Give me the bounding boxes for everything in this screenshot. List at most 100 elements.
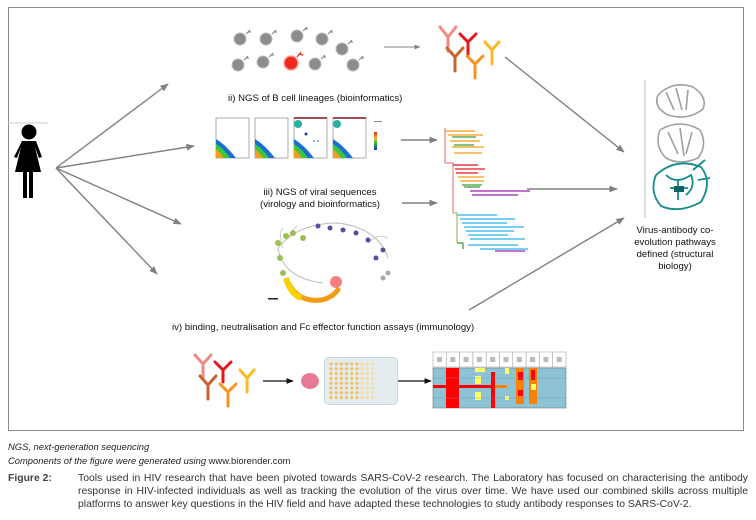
plate-well [334, 367, 338, 371]
plate-well [381, 362, 385, 366]
footnote-credit: Components of the figure were generated … [8, 455, 291, 466]
phylogenetic-tree-icon [444, 128, 530, 252]
plate-well [386, 391, 390, 395]
plate-well [334, 386, 338, 390]
plate-well [334, 381, 338, 385]
plate-well [381, 367, 385, 371]
plate-well [386, 396, 390, 400]
heatmap-header-glyph [476, 357, 482, 362]
plate-well [350, 391, 354, 395]
plate-well [339, 372, 343, 376]
plate-well [345, 376, 349, 380]
label-ngs-b-cell: ii) NGS of B cell lineages (bioinformati… [228, 93, 403, 104]
plate-well [355, 367, 359, 371]
plate-well [376, 396, 380, 400]
plate-well [365, 372, 369, 376]
plate-well [371, 381, 375, 385]
plate-well [355, 391, 359, 395]
plate-well [386, 381, 390, 385]
plate-well [329, 376, 333, 380]
plate-well [355, 362, 359, 366]
plate-well [381, 376, 385, 380]
plate-well [371, 376, 375, 380]
arrow-person-to-flow [55, 143, 195, 169]
plate-well [345, 367, 349, 371]
cell-sample-icon [301, 373, 319, 389]
plate-well [355, 372, 359, 376]
plate-well [329, 386, 333, 390]
plate-well [381, 386, 385, 390]
plate-well [371, 391, 375, 395]
plate-well [339, 386, 343, 390]
flow-cytometry-plot-icon [215, 117, 382, 159]
label-structural: Virus-antibody co-evolution pathways def… [634, 225, 716, 272]
plate-well [350, 376, 354, 380]
plate-well [339, 376, 343, 380]
protein-structure-icon [652, 84, 711, 211]
plate-well [381, 372, 385, 376]
plate-well [345, 386, 349, 390]
heatmap-header-glyph [516, 357, 522, 362]
plate-well [334, 376, 338, 380]
antibody-icon-bottom [193, 353, 256, 408]
plate-well [360, 376, 364, 380]
plate-well [334, 391, 338, 395]
plate-well [386, 362, 390, 366]
plate-well [355, 386, 359, 390]
plate-well [329, 396, 333, 400]
plate-well [376, 386, 380, 390]
plate-well [381, 391, 385, 395]
plate-well [345, 372, 349, 376]
highlighted-b-cell [283, 55, 299, 71]
plate-well [355, 376, 359, 380]
arrow-antibodies-to-structure [504, 56, 625, 153]
plate-well [339, 362, 343, 366]
plate-well [350, 362, 354, 366]
plate-well [329, 391, 333, 395]
biorender-link[interactable]: www.biorender.com [208, 455, 291, 466]
arrow-person-to-assays [55, 167, 158, 275]
plate-well [329, 367, 333, 371]
plate-well [360, 362, 364, 366]
plate-well [345, 391, 349, 395]
plate-well [360, 381, 364, 385]
plate-well [360, 396, 364, 400]
plate-well [360, 386, 364, 390]
heatmap-header-glyph [463, 357, 469, 362]
footnote-abbreviation: NGS, next-generation sequencing [8, 441, 150, 452]
plate-well [386, 367, 390, 371]
b-cell-icon [231, 26, 364, 72]
well-plate-icon [324, 357, 398, 405]
plate-well [329, 362, 333, 366]
plate-well [386, 376, 390, 380]
plate-well [376, 362, 380, 366]
figure-frame [8, 7, 744, 431]
heatmap-header-glyph [490, 357, 496, 362]
plate-well [350, 367, 354, 371]
plate-well [381, 396, 385, 400]
plate-well [329, 372, 333, 376]
plate-well [355, 396, 359, 400]
plate-well [365, 362, 369, 366]
plate-well [339, 391, 343, 395]
person-female-icon [14, 124, 42, 198]
plate-well [376, 381, 380, 385]
plate-well [376, 367, 380, 371]
arrow-person-to-bcells [55, 83, 169, 169]
plate-well [371, 386, 375, 390]
plate-well [371, 372, 375, 376]
plate-well [386, 372, 390, 376]
heatmap-header-glyph [530, 357, 536, 362]
plate-well [371, 396, 375, 400]
plate-well [371, 362, 375, 366]
plate-well [350, 386, 354, 390]
plate-well [365, 391, 369, 395]
plate-well [376, 376, 380, 380]
plate-well [334, 372, 338, 376]
plate-well [329, 381, 333, 385]
plate-well [345, 362, 349, 366]
heatmap-header-glyph [503, 357, 509, 362]
plate-well [371, 367, 375, 371]
plate-well [339, 381, 343, 385]
